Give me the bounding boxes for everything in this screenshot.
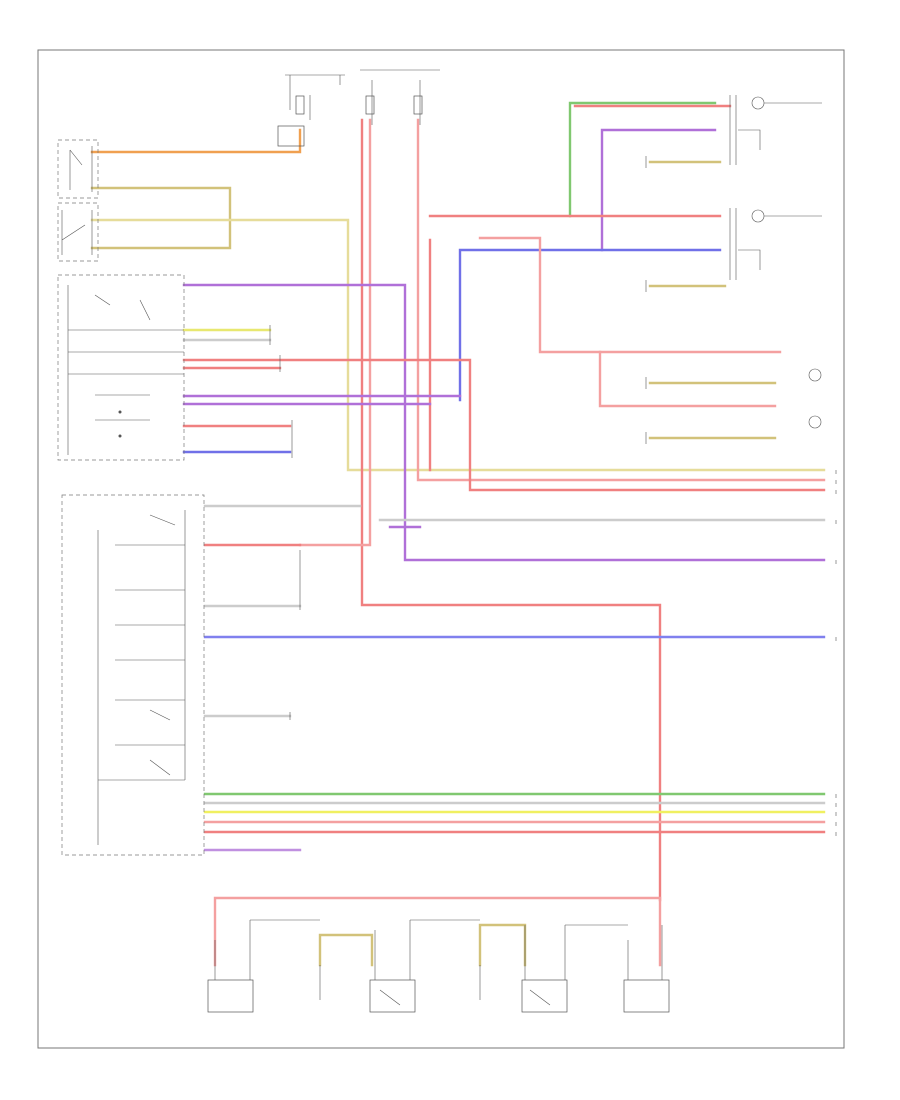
wire-red-long-3 <box>416 118 826 482</box>
wire-pink-seat-1 <box>213 896 662 967</box>
fuse-top-connector <box>285 69 440 125</box>
lamp-leads <box>729 95 822 280</box>
wires <box>90 101 826 967</box>
wire-orange-top <box>90 128 302 154</box>
wire-tan-seat-1 <box>318 933 374 967</box>
fuse-right <box>413 95 423 115</box>
lamp-rear-right-2 <box>751 209 765 223</box>
wire-blue-upper <box>458 248 722 402</box>
light-switch-box <box>57 274 185 461</box>
seat-heater-leads <box>214 919 663 1006</box>
wire-tan-top <box>90 186 232 250</box>
wire-pink-mid <box>598 350 777 408</box>
switch-dot-1 <box>118 410 122 414</box>
wire-tan-mid <box>90 218 826 472</box>
seat-heater-3 <box>521 979 568 1013</box>
wire-red-branch <box>182 358 826 492</box>
seat-heater-1 <box>207 979 254 1013</box>
lamp-side-2 <box>808 415 822 429</box>
wire-red-long-2 <box>298 118 372 547</box>
control-module-internals <box>97 510 186 845</box>
wire-tan-seat-2 <box>478 923 527 967</box>
diagram-frame <box>37 49 845 1049</box>
seat-grounds <box>319 965 481 1000</box>
light-switch-internals <box>67 285 184 455</box>
components <box>57 69 837 1013</box>
fuse-mid <box>365 95 375 115</box>
fuse-lower-left <box>277 125 305 147</box>
control-module-box <box>61 494 205 856</box>
switch-top-left <box>69 146 93 192</box>
switch-left-2 <box>61 210 93 255</box>
wire-green-upper <box>568 101 717 218</box>
lamp-side-1 <box>808 368 822 382</box>
relay-connectors <box>269 325 301 720</box>
wire-red-long-1 <box>360 118 662 902</box>
wire-violet-long <box>182 283 826 562</box>
fuse-left <box>295 95 305 115</box>
lamp-rear-right-1 <box>751 96 765 110</box>
wire-violet-upper <box>600 128 717 252</box>
seat-heater-2 <box>369 979 416 1013</box>
switch-dot-2 <box>118 434 122 438</box>
seat-heater-4 <box>623 979 670 1013</box>
wire-red-upper-3 <box>478 236 782 354</box>
